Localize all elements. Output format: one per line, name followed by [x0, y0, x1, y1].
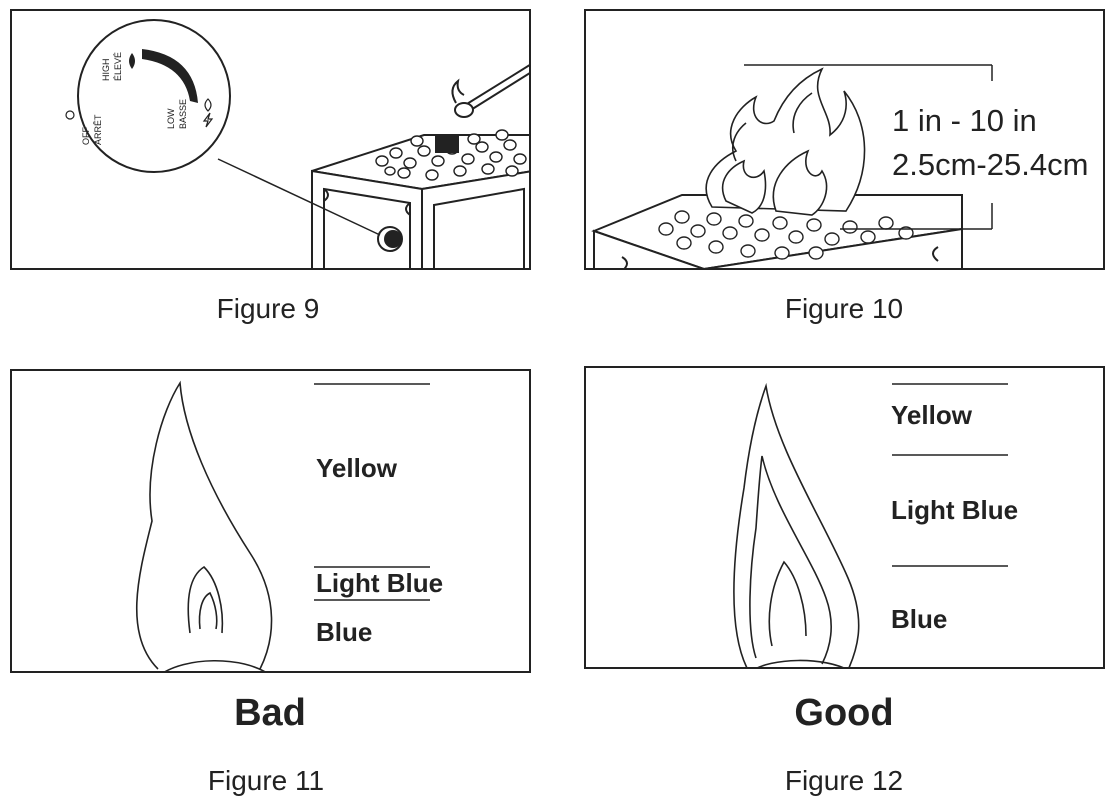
figure-12-caption: Figure 12: [784, 765, 904, 796]
knob-label-off: OFF: [81, 127, 91, 145]
knob-zoom-circle: [77, 19, 231, 173]
figure-11-caption: Figure 11: [207, 765, 325, 796]
knob-leader-line: [217, 158, 381, 236]
lava-rocks: [375, 129, 527, 181]
figure-9-caption: Figure 9: [216, 293, 320, 324]
figure-10-caption: Figure 10: [784, 293, 904, 324]
flame-zone-lines-bad: [314, 383, 430, 601]
figure-10-panel: 1 in - 10 in 2.5cm-25.4cm: [584, 9, 1105, 270]
figure-12-illustration: [733, 382, 1008, 667]
control-knob: [377, 226, 403, 252]
figure-11-illustration: [135, 380, 430, 671]
off-position-icon: [65, 110, 75, 120]
bad-label-light-blue: Light Blue: [316, 568, 444, 598]
knob-label-low: LOW: [166, 108, 176, 129]
knob-label-high: HIGH: [101, 59, 111, 82]
height-dimension-bracket: [744, 64, 993, 230]
figure-12-panel: Yellow Light Blue Blue: [584, 366, 1105, 669]
bad-label-yellow: Yellow: [316, 453, 397, 483]
good-label-blue: Blue: [891, 604, 948, 634]
bad-label-blue: Blue: [316, 617, 373, 647]
figure-11-verdict: Bad: [234, 692, 306, 734]
low-ignite-icon: [202, 98, 214, 128]
good-label-yellow: Yellow: [891, 400, 972, 430]
height-range-inches: 1 in - 10 in: [892, 103, 1037, 138]
lava-rocks: [658, 210, 914, 260]
flame-zone-lines-good: [892, 383, 1008, 567]
burner-block: [435, 135, 459, 153]
lighter-wand: [451, 64, 529, 118]
knob-label-low-fr: BASSE: [178, 99, 188, 129]
flame-outline-bad: [135, 380, 273, 671]
figure-9-panel: OFF ARRÊT HIGH ÉLEVÉ LOW BASSE: [10, 9, 531, 270]
high-flame-icon: [129, 53, 135, 69]
figure-12-verdict: Good: [794, 692, 894, 734]
knob-label-high-fr: ÉLEVÉ: [113, 52, 123, 81]
flame-size-arc: [142, 49, 198, 103]
height-range-centimeters: 2.5cm-25.4cm: [892, 147, 1089, 182]
figure-11-panel: Yellow Light Blue Blue: [10, 369, 531, 673]
knob-label-off-fr: ARRÊT: [93, 114, 103, 145]
figure-9-illustration: OFF ARRÊT HIGH ÉLEVÉ LOW BASSE: [65, 19, 529, 268]
figure-10-illustration: [591, 64, 993, 268]
fire-pit-box: [311, 134, 529, 268]
good-label-light-blue: Light Blue: [891, 495, 1019, 525]
flames: [705, 67, 866, 216]
flame-outline-good: [733, 382, 860, 667]
